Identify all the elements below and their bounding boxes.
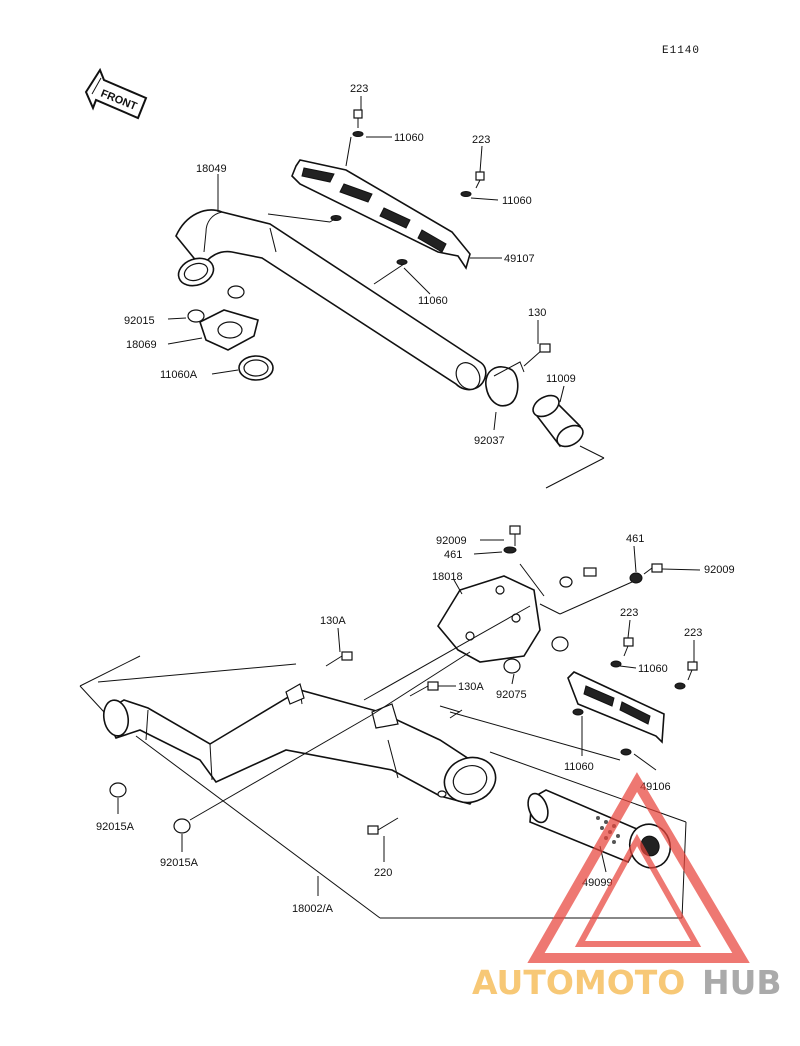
bolt-223-d: [674, 661, 698, 690]
nut-92015-a: [187, 309, 205, 323]
label-49099: 49099: [582, 877, 613, 889]
label-92009-b: 92009: [704, 564, 735, 576]
label-92015: 92015: [124, 315, 155, 327]
label-130A-a: 130A: [320, 615, 346, 627]
bolt-92009-a: [503, 525, 521, 554]
sleeve-11009: [532, 394, 584, 448]
warning-triangle-icon: [527, 772, 750, 963]
label-223-d: 223: [684, 627, 702, 639]
flange-18069: [199, 309, 259, 351]
label-11060-b: 11060: [502, 195, 532, 207]
label-92009-a: 92009: [436, 535, 467, 547]
watermark-automoto: AUTOMOTO: [472, 963, 685, 1002]
watermark-hub: HUB: [702, 963, 782, 1002]
washer-11060-e: [620, 748, 632, 756]
bolt-92009-c: [559, 567, 597, 588]
bolt-92009-b: [629, 563, 663, 584]
bolt-223-a: [352, 109, 364, 137]
lower-leader-lines: [79, 539, 701, 919]
automotohub-watermark: AUTOMOTO HUB: [472, 772, 782, 1002]
label-18002A: 18002/A: [292, 903, 334, 915]
label-92015A-b: 92015A: [160, 857, 199, 869]
label-461-a: 461: [444, 549, 462, 561]
label-130A-b: 130A: [458, 681, 484, 693]
bolt-223-b: [460, 171, 485, 197]
bolt-130A-a: [325, 651, 353, 667]
label-11060-d: 11060: [638, 663, 668, 675]
bolt-220: [367, 817, 399, 835]
label-49106: 49106: [640, 781, 671, 793]
washer-11060-d: [572, 708, 584, 716]
label-11060A: 11060A: [160, 369, 198, 381]
silencer-insert-49099: [527, 789, 672, 869]
muffler-18002A: [102, 683, 497, 805]
nut-92015A-b: [173, 818, 191, 834]
label-11060-c: 11060: [418, 295, 448, 307]
label-18018: 18018: [432, 571, 463, 583]
label-92037: 92037: [474, 435, 505, 447]
bolt-130A-b: [409, 681, 439, 697]
label-223-c: 223: [620, 607, 638, 619]
bolt-223-c: [610, 637, 634, 668]
label-223-b: 223: [472, 134, 490, 146]
front-arrow-icon: FRONT: [84, 67, 148, 120]
heat-shield-49107: [291, 159, 471, 270]
label-18049: 18049: [196, 163, 227, 175]
label-223-a: 223: [350, 83, 368, 95]
label-461-b: 461: [626, 533, 644, 545]
label-49107: 49107: [504, 253, 535, 265]
label-130: 130: [528, 307, 546, 319]
gasket-11060A: [238, 355, 274, 381]
upper-leader-lines: [167, 96, 605, 489]
heat-shield-18018: [437, 575, 541, 663]
nut-92015-b: [227, 285, 245, 299]
clamp-92037: [485, 343, 551, 407]
label-220: 220: [374, 867, 392, 879]
label-18069: 18069: [126, 339, 157, 351]
washer-11060-low: [396, 259, 408, 265]
heat-shield-49106: [567, 671, 665, 744]
nut-92015A-a: [109, 782, 127, 798]
diagram-code: E1140: [662, 45, 700, 57]
nut-92075: [503, 636, 569, 674]
label-11009: 11009: [546, 373, 576, 385]
label-92015A-a: 92015A: [96, 821, 135, 833]
header-pipe-18049: [175, 209, 487, 391]
label-11060-e: 11060: [564, 761, 594, 773]
label-11060-a: 11060: [394, 132, 424, 144]
label-92075: 92075: [496, 689, 527, 701]
